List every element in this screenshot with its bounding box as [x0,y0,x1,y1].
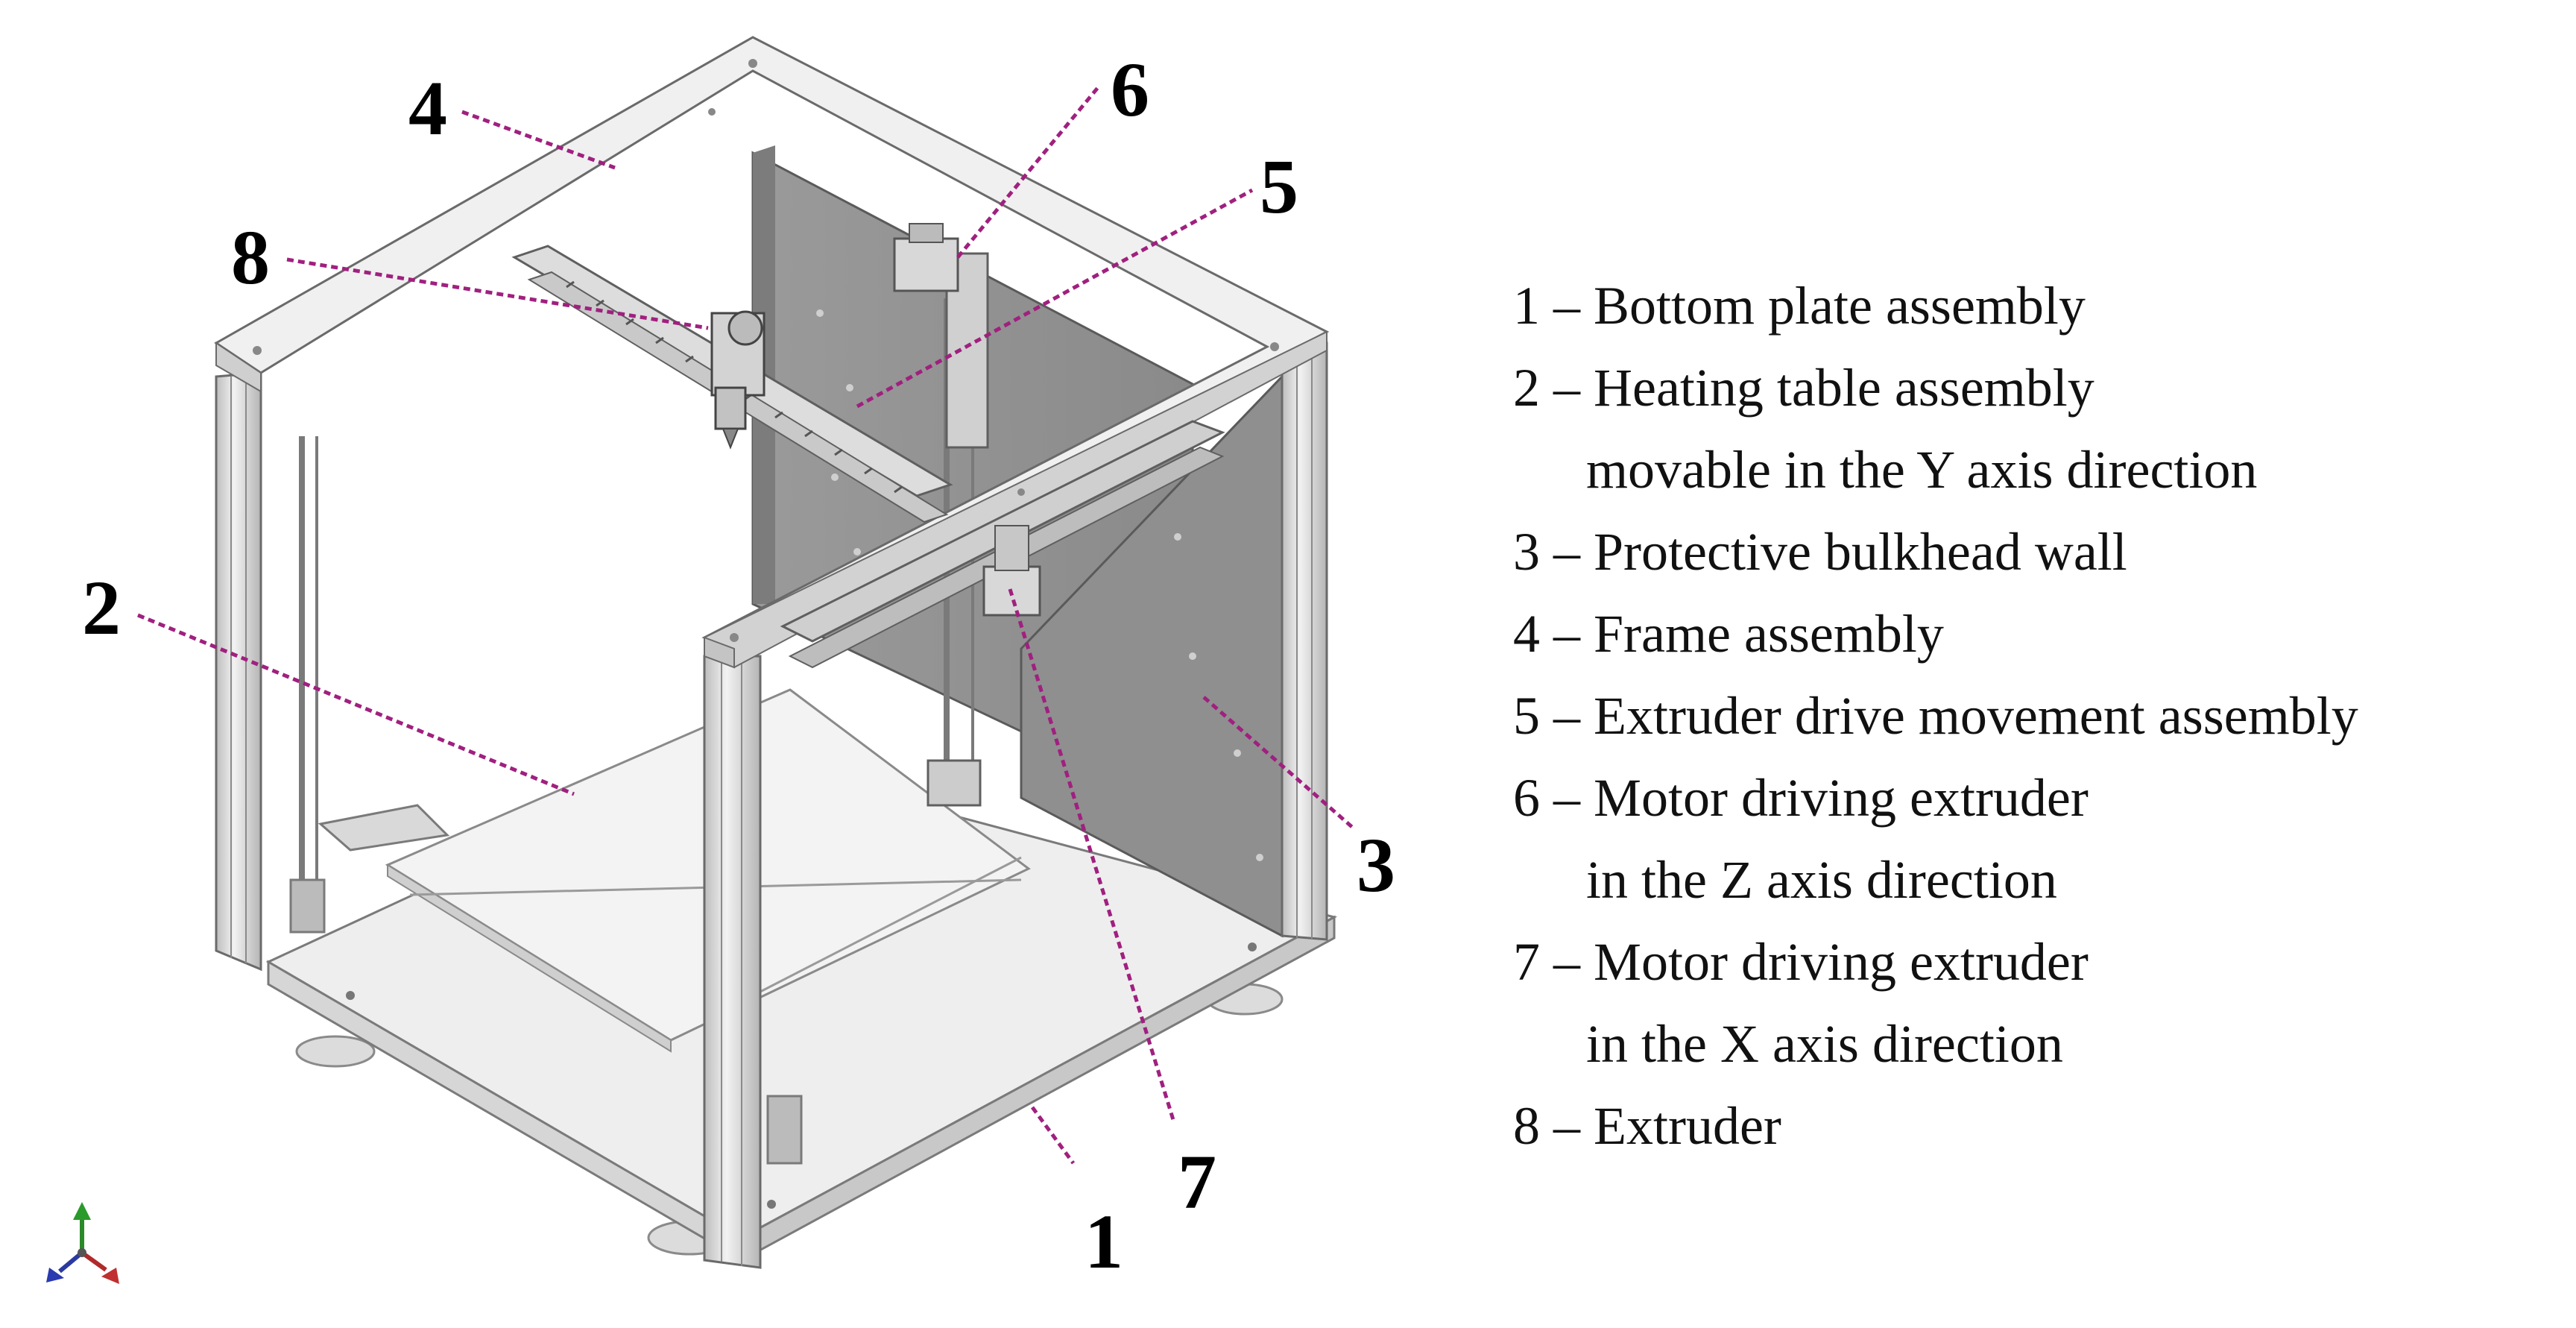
leader-2 [137,613,575,796]
callout-6: 6 [1111,47,1149,133]
legend-item-label: 1 – Bottom plate assembly [1513,276,2086,336]
callout-4: 4 [408,66,447,151]
leader-4 [461,110,616,170]
legend-item-label: 4 – Frame assembly [1513,604,1944,664]
frame-posts [215,342,1328,1269]
leader-lines [137,84,1354,1165]
legend-item: 5 – Extruder drive movement assembly [1513,675,2557,757]
legend-item: 8 – Extruder [1513,1085,2557,1167]
foot-left [295,1035,376,1068]
legend-item-label: 5 – Extruder drive movement assembly [1513,686,2358,746]
legend-item: 6 – Motor driving extruder in the Z axis … [1513,757,2557,921]
legend-item-label: 7 – Motor driving extruder [1513,932,2089,992]
motor-z [893,223,959,292]
legend-item-continuation: in the Z axis direction [1586,850,2057,910]
leader-1 [1030,1106,1076,1165]
callout-2: 2 [82,565,121,651]
callout-1: 1 [1085,1199,1123,1285]
legend-item: 1 – Bottom plate assembly [1513,265,2557,347]
leader-6 [956,84,1101,259]
legend-item: 3 – Protective bulkhead wall [1513,511,2557,593]
leader-7 [1008,588,1176,1123]
legend-item-label: 8 – Extruder [1513,1096,1781,1156]
extruder [710,310,765,450]
legend-item-continuation: in the X axis direction [1586,1014,2063,1074]
leader-8 [286,257,709,330]
frame-top [214,36,1330,669]
legend-item: 2 – Heating table assembly movable in the… [1513,347,2557,511]
legend-item-label: 2 – Heating table assembly [1513,358,2094,418]
legend-item: 4 – Frame assembly [1513,593,2557,675]
legend-item-continuation: movable in the Y axis direction [1586,440,2258,500]
legend-item-label: 3 – Protective bulkhead wall [1513,522,2127,582]
legend-item: 7 – Motor driving extruder in the X axis … [1513,921,2557,1085]
callout-numbers: 1 2 3 4 5 6 7 8 [82,47,1395,1285]
callout-7: 7 [1178,1139,1216,1225]
callout-8: 8 [231,215,270,300]
callout-3: 3 [1357,822,1395,908]
leader-5 [856,188,1254,409]
axis-triad-icon [46,1202,119,1284]
callout-5: 5 [1260,144,1298,230]
legend: 1 – Bottom plate assembly 2 – Heating tab… [1513,265,2557,1167]
legend-item-label: 6 – Motor driving extruder [1513,768,2089,828]
